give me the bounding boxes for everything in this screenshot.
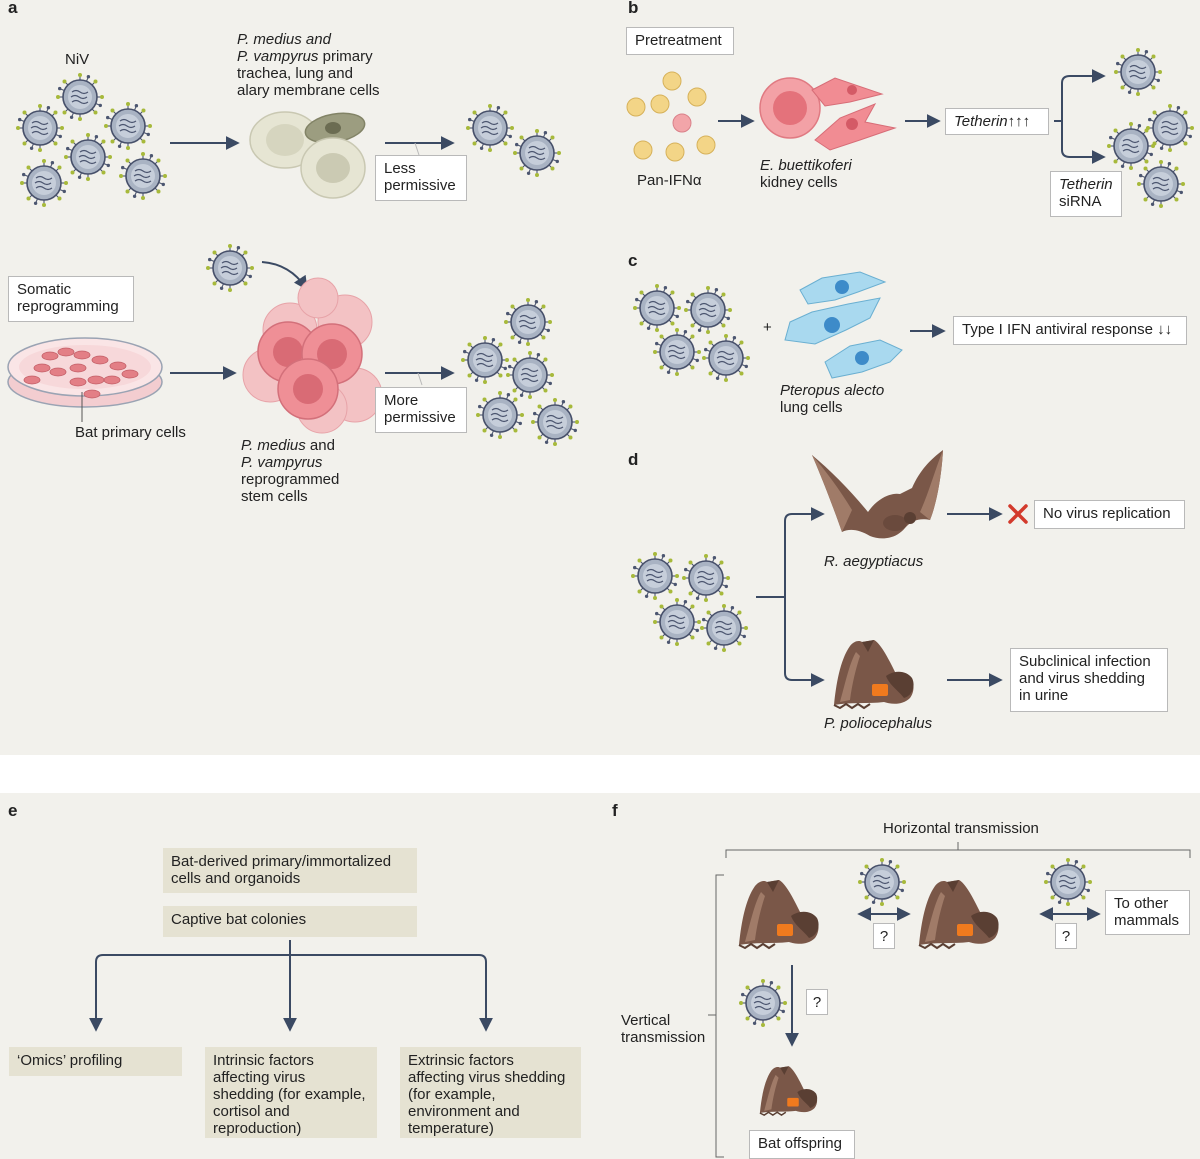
lung-cells-species: Pteropus alecto [780, 382, 885, 399]
primary-cells-label: P. medius and P. vampyrus primary trache… [237, 31, 437, 99]
niv-label: NiV [65, 51, 90, 68]
question-box-2: ? [1055, 923, 1077, 949]
pan-ifn-label: Pan-IFNα [637, 172, 702, 189]
stem-cells-and: and [305, 437, 335, 454]
tetherin-up-arrows: ↑↑↑ [1007, 113, 1031, 130]
species-aegyptiacus: R. aegyptiacus [824, 553, 924, 570]
plus-sign: + [763, 319, 772, 336]
tetherin-up-name: Tetherin [954, 113, 1008, 130]
panel-label-f: f [612, 801, 618, 820]
panel-label-b: b [628, 0, 639, 17]
kidney-cells-description: kidney cells [760, 174, 838, 191]
captive-colonies-box: Captive bat colonies [163, 906, 417, 937]
tetherin-up-box: Tetherin↑↑↑ [945, 108, 1049, 135]
bat-offspring-box: Bat offspring [749, 1130, 855, 1159]
stem-cell-cluster [242, 277, 383, 434]
bat-primary-cells-label: Bat primary cells [75, 424, 186, 441]
kidney-cells [759, 77, 897, 151]
panel-label-d: d [628, 450, 639, 469]
less-permissive-box: Less permissive [375, 155, 467, 201]
panel-label-a: a [8, 0, 18, 17]
stem-cells-species-2: P. vampyrus [241, 454, 323, 471]
lung-cells [784, 271, 903, 379]
lung-cells-description: lung cells [780, 399, 843, 416]
stem-cells-description: reprogrammed stem cells [241, 471, 340, 505]
petri-dish [7, 337, 163, 408]
subclinical-box: Subclinical infection and virus shedding… [1010, 648, 1168, 712]
omics-profiling-box: ‘Omics’ profiling [9, 1047, 182, 1076]
no-replication-box: No virus replication [1034, 500, 1185, 529]
tetherin-sirna-description: siRNA [1059, 193, 1102, 210]
kidney-cells-species: E. buettikoferi [760, 157, 852, 174]
vertical-bracket [708, 874, 724, 1158]
tetherin-branch [1054, 75, 1090, 158]
pan-ifn-molecules [626, 71, 716, 162]
panel-label-e: e [8, 801, 18, 820]
panel-f-virus-1 [857, 857, 907, 907]
somatic-reprogramming-box: Somatic reprogramming [8, 276, 134, 322]
species-poliocephalus: P. poliocephalus [824, 715, 933, 732]
panel-e-tree [95, 940, 487, 1025]
ifn-response-box: Type I IFN antiviral response ↓↓ [953, 316, 1187, 345]
intrinsic-factors-box: Intrinsic factors affecting virus sheddi… [205, 1047, 377, 1138]
panel-f-virus-2 [1043, 857, 1093, 907]
to-other-mammals-box: To other mammals [1105, 890, 1190, 935]
primary-cells-description: primary trachea, lung and alary membrane… [237, 48, 380, 99]
panel-a-virus-single [205, 243, 255, 293]
question-box-3: ? [806, 989, 828, 1015]
question-box-1: ? [873, 923, 895, 949]
cross-icon [1008, 504, 1028, 524]
horizontal-transmission-label: Horizontal transmission [883, 820, 1039, 837]
stem-cells-species-1: P. medius [241, 437, 306, 454]
horizontal-bracket [725, 842, 1191, 858]
panel-d-branch [756, 513, 815, 681]
flying-bat [812, 450, 943, 539]
tetherin-sirna-name: Tetherin [1059, 176, 1113, 193]
pretreatment-box: Pretreatment [626, 27, 734, 55]
primary-cells-species: P. medius and P. vampyrus [237, 31, 331, 65]
panel-b-virus-top [1113, 47, 1163, 97]
panel-f-virus-3 [738, 978, 788, 1028]
primary-cells [249, 111, 366, 199]
extrinsic-factors-box: Extrinsic factors affecting virus sheddi… [400, 1047, 581, 1138]
primary-cells-organoids-box: Bat-derived primary/immortalized cells a… [163, 848, 417, 893]
more-permissive-box: More permissive [375, 387, 467, 433]
panel-label-c: c [628, 251, 638, 270]
vertical-transmission-label: Vertical transmission [621, 1012, 706, 1046]
